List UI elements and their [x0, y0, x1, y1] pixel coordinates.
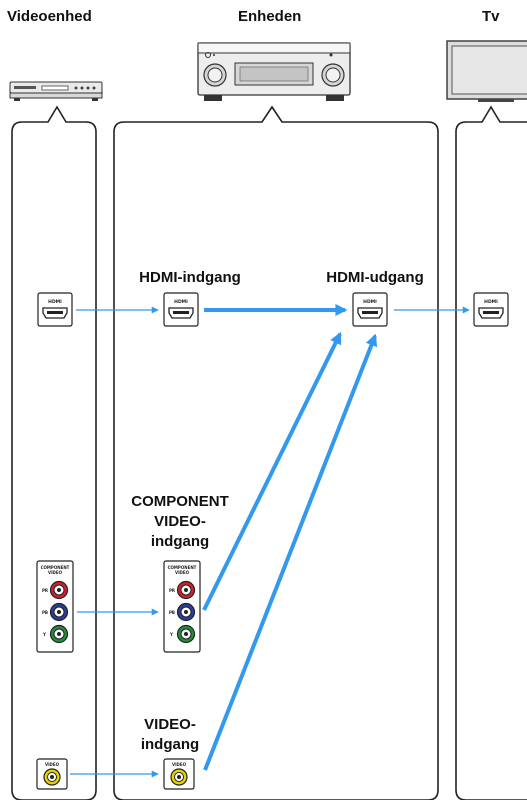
hdmi-port-label: HDMI — [174, 299, 188, 305]
component-input-label-line1: COMPONENT — [131, 493, 229, 510]
video-input-label-line2: indgang — [140, 736, 200, 753]
component-port-label: COMPONENT — [41, 565, 70, 570]
hdmi-port-unit-output: HDMI — [352, 292, 388, 327]
tv-panel — [455, 105, 527, 801]
pb-label: PB — [169, 610, 175, 615]
hdmi-port-source: HDMI — [37, 292, 73, 327]
component-port-label: VIDEO — [48, 570, 63, 575]
y-label: Y — [42, 632, 46, 637]
unit-panel — [113, 105, 439, 801]
av-receiver-icon — [197, 42, 351, 101]
pr-label: PR — [169, 588, 175, 593]
pb-label: PB — [42, 610, 48, 615]
component-input-label-line2: VIDEO- — [154, 513, 206, 530]
hdmi-port-label: HDMI — [484, 299, 498, 305]
column-heading-unit: Enheden — [238, 8, 302, 25]
video-internal-arrow — [203, 333, 378, 771]
component-internal-arrow — [202, 331, 342, 611]
tv-icon — [446, 40, 527, 102]
column-heading-tv: Tv — [482, 8, 500, 25]
video-port-unit: VIDEO — [163, 758, 195, 790]
component-input-label-line3: indgang — [150, 533, 210, 550]
component-port-unit: COMPONENT VIDEO PR PB Y — [163, 560, 201, 653]
pr-label: PR — [42, 588, 48, 593]
y-label: Y — [169, 632, 173, 637]
hdmi-output-label: HDMI-udgang — [326, 269, 424, 286]
hdmi-input-label: HDMI-indgang — [139, 269, 241, 286]
video-port-label: VIDEO — [172, 762, 187, 767]
hdmi-port-label: HDMI — [48, 299, 62, 305]
hdmi-port-tv: HDMI — [473, 292, 509, 327]
video-port-source: VIDEO — [36, 758, 68, 790]
column-heading-source: Videoenhed — [7, 8, 92, 25]
component-port-label: COMPONENT — [168, 565, 197, 570]
hdmi-port-unit-input: HDMI — [163, 292, 199, 327]
video-input-label-line1: VIDEO- — [144, 716, 196, 733]
video-port-label: VIDEO — [45, 762, 60, 767]
component-port-source: COMPONENT VIDEO PR PB Y — [36, 560, 74, 653]
hdmi-port-label: HDMI — [363, 299, 377, 305]
source-panel — [11, 105, 97, 801]
video-device-icon — [9, 81, 103, 101]
component-port-label: VIDEO — [175, 570, 190, 575]
